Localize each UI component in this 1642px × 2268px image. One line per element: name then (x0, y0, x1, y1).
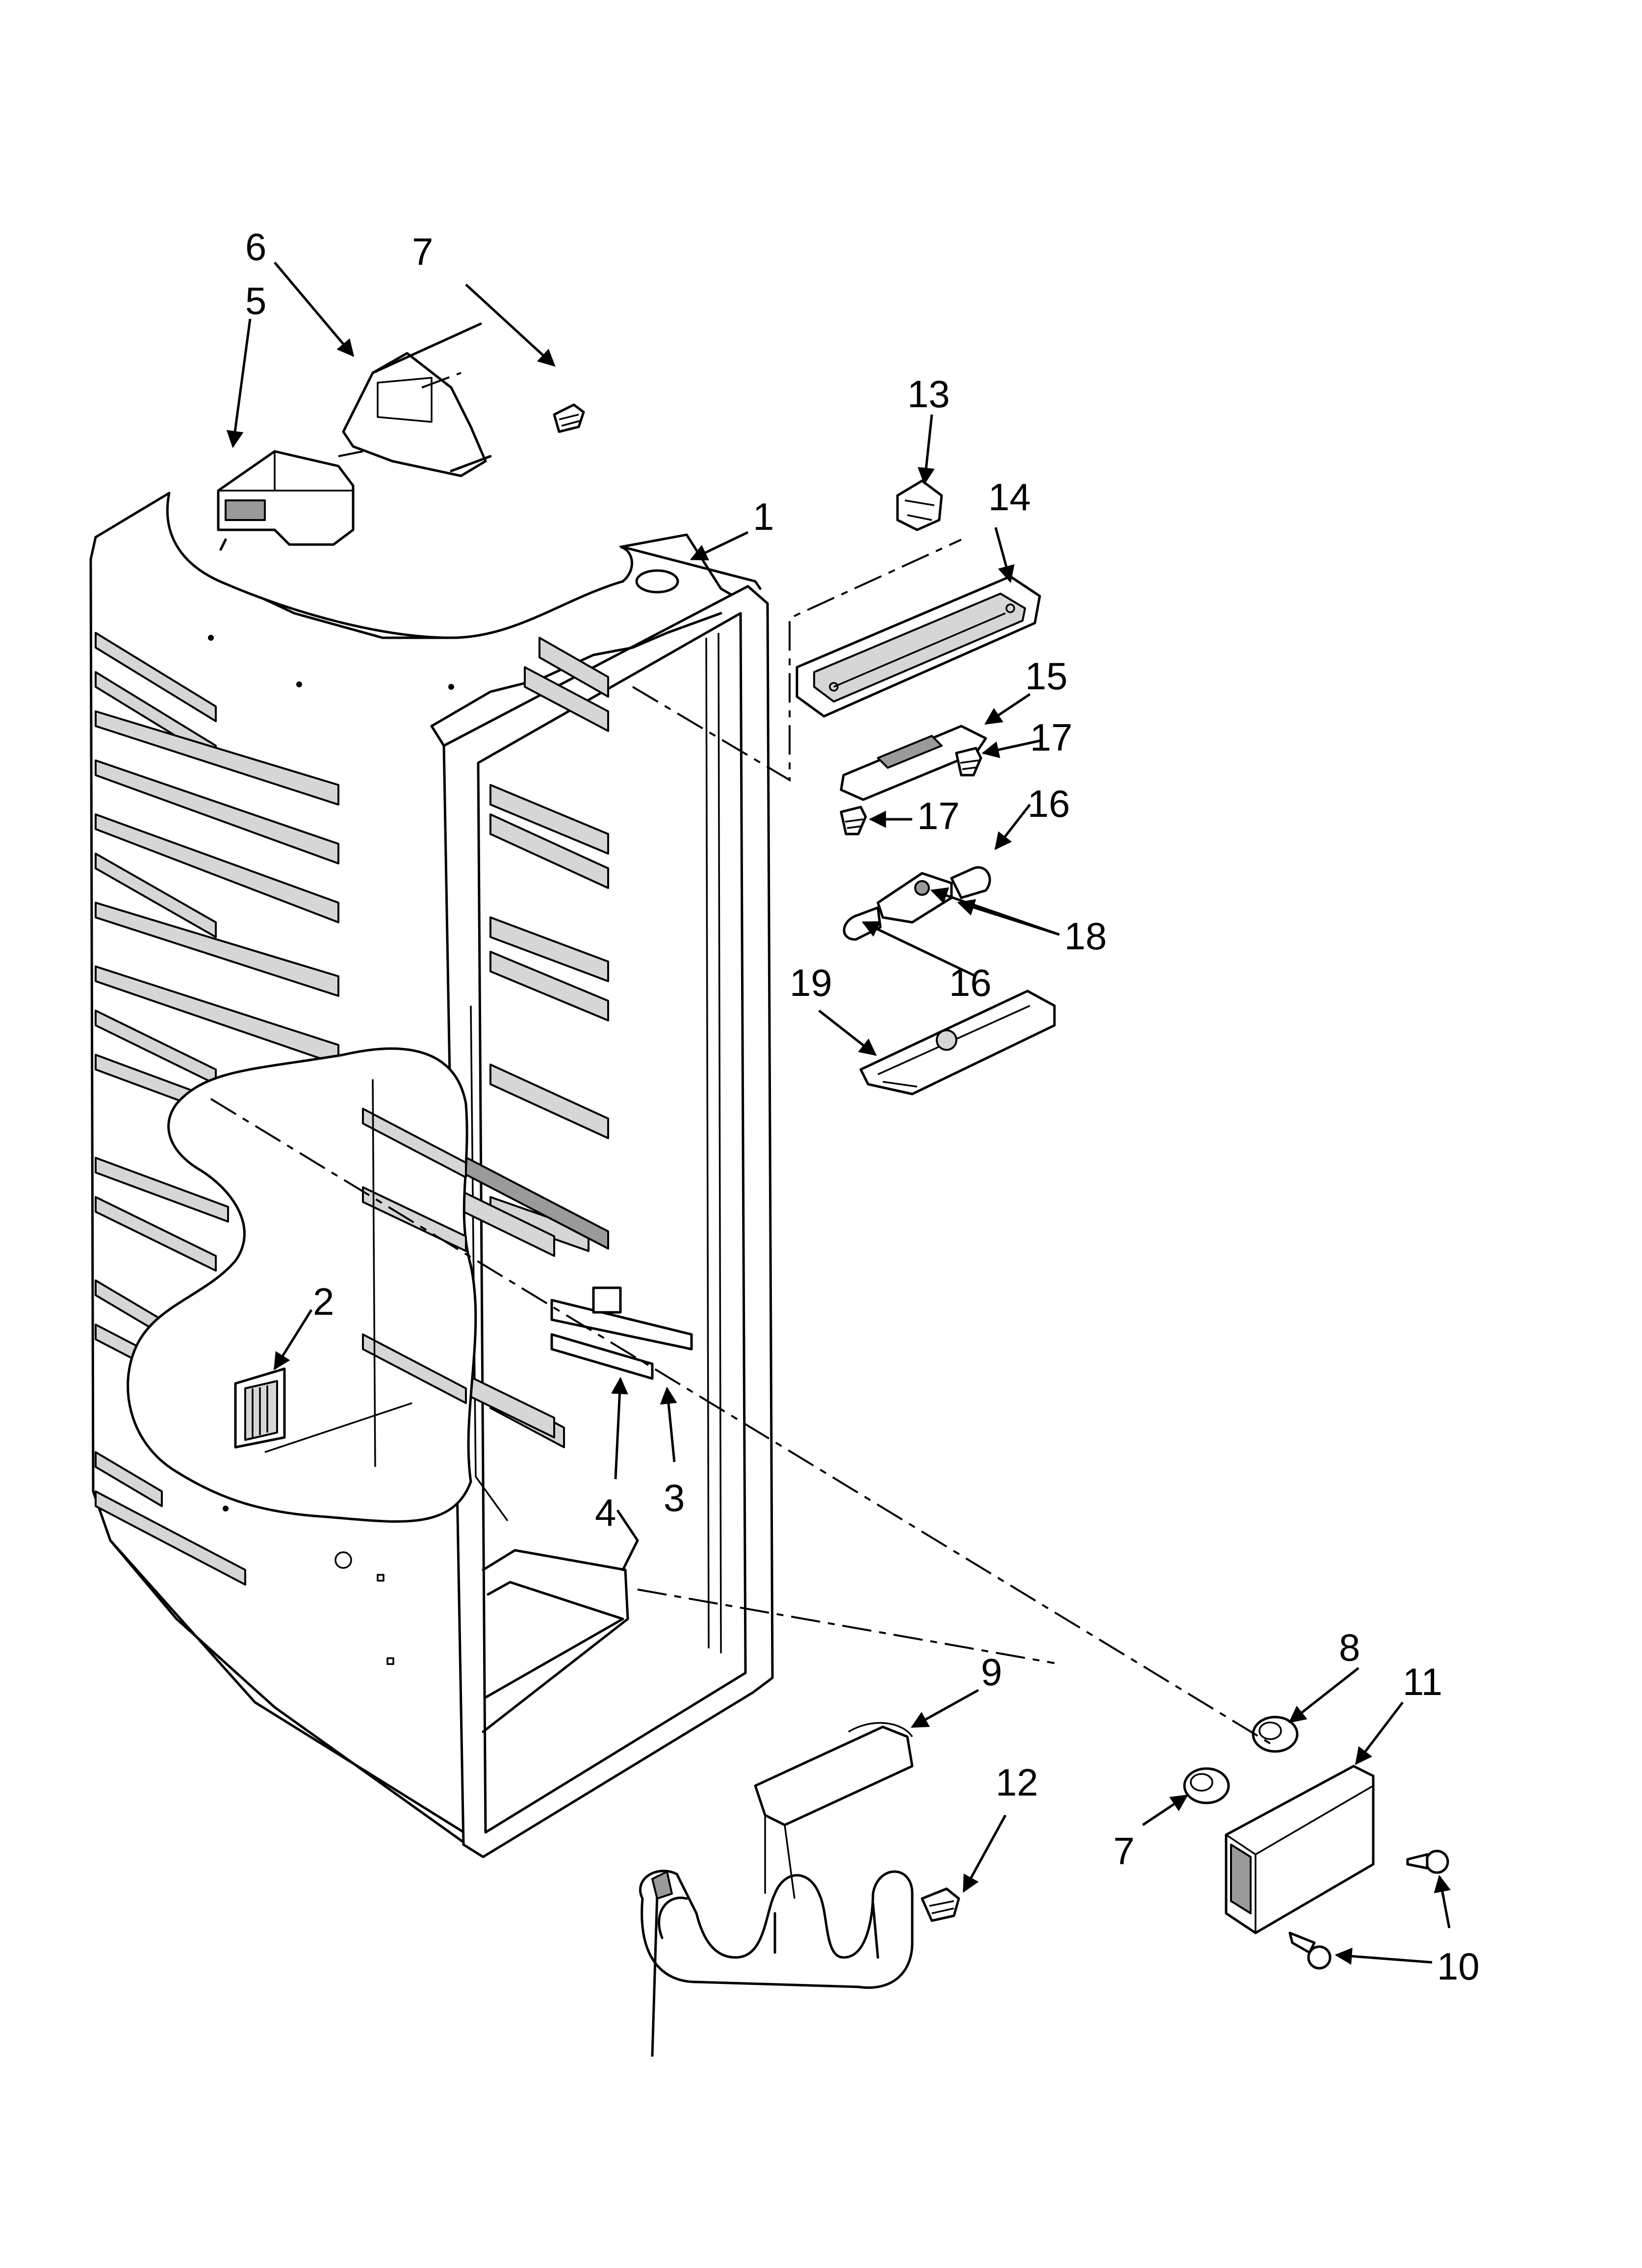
part-19-light-shield (859, 990, 1056, 1095)
part-16-bulb-b (843, 906, 882, 941)
callout-13: 13 (907, 372, 950, 416)
part-13-clip (896, 479, 943, 531)
callout-7-top: 7 (412, 230, 433, 273)
callout-14: 14 (988, 475, 1031, 519)
callout-17-left: 17 (917, 794, 960, 837)
callout-11: 11 (1403, 1660, 1442, 1703)
callout-16-bottom: 16 (949, 961, 992, 1004)
callout-17-right: 17 (1030, 716, 1073, 759)
callout-19: 19 (790, 961, 832, 1004)
part-10-pin-a (1406, 1850, 1449, 1874)
callout-7-bottom: 7 (1113, 1829, 1134, 1873)
callout-leaders (226, 261, 1451, 1965)
part-14-light-housing (795, 575, 1041, 718)
explode-lines (210, 372, 1276, 1747)
cabinet-liner (89, 492, 774, 1858)
part-7-grommet (1183, 1767, 1230, 1804)
part-17-screw-a (955, 747, 982, 777)
part-2-vent (234, 1367, 286, 1449)
part-12-screw (921, 1887, 960, 1922)
callout-5: 5 (245, 279, 266, 322)
part-10-pin-b (1288, 1931, 1332, 1970)
callout-10: 10 (1437, 1945, 1480, 1988)
part-11-drain-trough (1225, 1765, 1375, 1934)
callout-12: 12 (996, 1761, 1038, 1804)
callout-2: 2 (313, 1280, 334, 1323)
part-17-screw-b (840, 806, 867, 835)
callout-3: 3 (664, 1476, 685, 1519)
callout-15: 15 (1025, 654, 1068, 698)
callout-6: 6 (245, 225, 266, 268)
callout-1: 1 (753, 495, 774, 538)
callout-8: 8 (1339, 1626, 1360, 1669)
callout-9: 9 (981, 1650, 1002, 1694)
part-9-heater (639, 1722, 914, 2057)
part-7-screw-top (553, 403, 585, 433)
callout-18: 18 (1064, 914, 1107, 958)
part-6-bracket (342, 322, 492, 477)
part-8-grommet (1252, 1716, 1299, 1753)
callout-16-top: 16 (1027, 782, 1070, 825)
part-15-lens (840, 725, 987, 801)
part-16-bulb-a (950, 866, 991, 899)
part-5-control-housing (217, 450, 355, 551)
part-18-socket (876, 872, 953, 924)
callout-labels: 1 2 3 4 5 6 7 7 8 9 10 11 12 13 14 15 16… (245, 225, 1480, 1988)
callout-4: 4 (595, 1491, 616, 1534)
